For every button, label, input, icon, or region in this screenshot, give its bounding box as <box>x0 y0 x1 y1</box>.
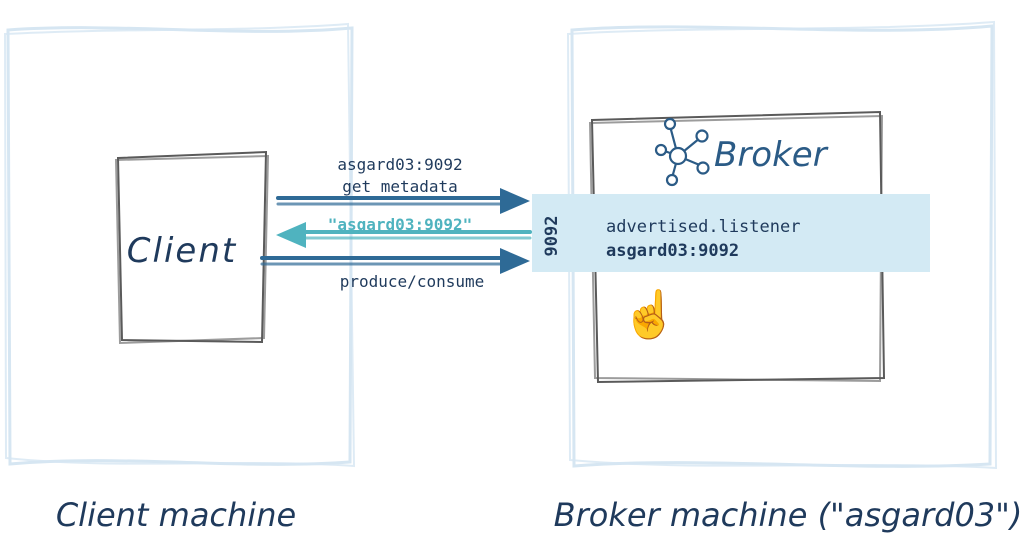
listener-band <box>532 194 930 272</box>
request-arrow <box>276 188 530 214</box>
port-label: 9092 <box>542 216 562 257</box>
broker-box <box>588 110 886 384</box>
request-action-label: get metadata <box>342 177 458 196</box>
client-box <box>114 150 270 345</box>
data-flow-arrow <box>260 248 530 274</box>
listener-key: advertised.listener <box>606 217 800 237</box>
response-label: "asgard03:9092" <box>328 215 473 234</box>
client-box-label: Client <box>127 231 237 271</box>
response-arrow <box>276 222 532 248</box>
network-nodes-icon <box>654 117 710 187</box>
broker-title: Broker <box>714 135 829 175</box>
request-host-label: asgard03:9092 <box>337 155 462 174</box>
client-machine-caption: Client machine <box>56 496 296 534</box>
data-flow-label: produce/consume <box>340 272 485 291</box>
broker-machine-frame <box>566 20 998 470</box>
broker-machine-caption: Broker machine ("asgard03") <box>554 496 1023 534</box>
listener-value: asgard03:9092 <box>606 241 739 261</box>
client-machine-frame <box>3 22 356 468</box>
pointing-finger-icon: ☝️ <box>621 286 678 342</box>
